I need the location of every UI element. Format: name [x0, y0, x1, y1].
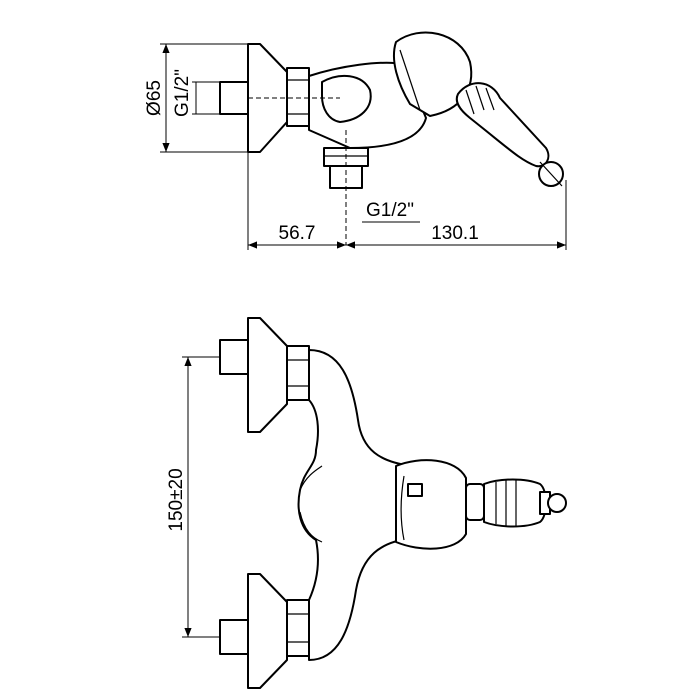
dim-outlet-thread: G1/2" — [366, 200, 414, 221]
front-lever-handle — [465, 478, 567, 528]
side-hex-nut — [286, 67, 310, 127]
front-view: 150±20 — [166, 317, 567, 689]
front-flange-top — [247, 317, 288, 433]
front-hex-bottom — [286, 599, 310, 657]
dim-center-distance: 150±20 — [166, 468, 187, 531]
front-cartridge-dome — [395, 459, 467, 550]
dim-offset-right: 130.1 — [431, 223, 479, 244]
side-lever-handle — [455, 82, 564, 187]
front-cartridge-slot — [407, 483, 423, 497]
dim-diameter: Ø65 — [144, 80, 165, 116]
front-body — [297, 349, 413, 661]
front-hex-top — [286, 345, 310, 401]
dim-inlet-thread: G1/2" — [172, 69, 193, 117]
dim-offset-left: 56.7 — [279, 223, 316, 244]
front-body-inner — [299, 465, 323, 543]
front-inlet-top — [219, 339, 249, 375]
side-view: Ø65 G1/2" G1/2" 56.7 130.1 — [144, 31, 567, 250]
front-inlet-bottom — [219, 619, 249, 655]
front-flange-bottom — [247, 573, 288, 689]
side-inlet-stub — [219, 81, 249, 115]
side-body-cutout — [321, 74, 372, 123]
front-lever-knob — [547, 493, 567, 513]
side-outlet-pipe — [329, 165, 363, 189]
